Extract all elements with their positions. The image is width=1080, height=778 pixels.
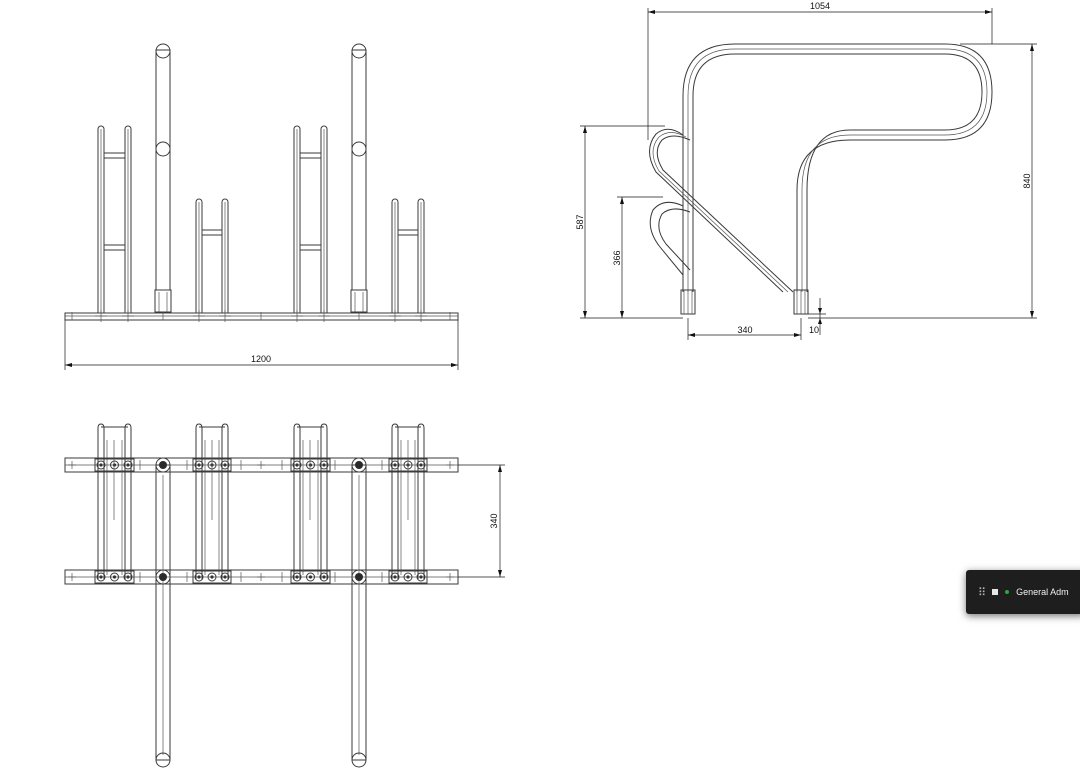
plan-clamp-1-465 [94,458,135,472]
foot-label: 10 [809,325,819,335]
plan-frame-right-2 [221,423,229,580]
front-width-dimension: 1200 [64,320,459,370]
plan-clamp-3-577 [290,570,331,584]
plan-frame-right-1 [124,423,132,580]
front-width-label: 1200 [251,354,271,364]
stop-icon[interactable] [992,589,999,595]
lower-loop-dimension: 366 [612,196,663,318]
upper-loop-inner [656,135,794,293]
lower-loop-inner [658,208,691,271]
plan-frame-left-4 [391,423,399,580]
live-dot-icon [1005,590,1010,594]
upper-loop-label: 587 [575,214,585,229]
plan-spacing-label: 340 [489,513,499,528]
front-post-2 [351,49,367,291]
plan-clamp-2-577 [192,570,232,584]
plan-frame-left-1 [97,423,105,580]
big-loop-inner [692,53,983,292]
plan-extended-posts [155,457,367,768]
side-height-dimension: 840 [808,43,1037,319]
front-post-socket-1 [154,289,172,313]
meeting-toolbar[interactable]: ⠿ General Adm [966,570,1080,614]
front-rack-pairs [71,125,451,322]
front-frame-right-4 [417,198,425,313]
plan-frame-right-4 [417,423,425,580]
plan-center-marks [68,440,454,582]
foot-dimension: 10 [808,298,826,335]
base-spacing-label: 340 [737,325,752,335]
front-frame-left-3 [293,125,301,313]
plan-frame-left-3 [293,423,301,580]
front-tall-posts [154,43,368,313]
plan-view: 340 [64,423,505,768]
big-loop-outer [682,43,993,292]
plan-spacing-dimension: 340 [458,464,505,578]
upper-loop-dimension: 587 [575,125,683,319]
front-post-socket-2 [350,289,368,313]
side-length-dimension: 1054 [647,1,993,140]
side-view: 1054 840 587 366 340 [575,1,1037,340]
drag-handle-icon[interactable]: ⠿ [978,585,986,599]
front-frame-left-4 [391,198,399,313]
plan-clamp-3-465 [290,458,331,472]
base-beam [64,312,459,321]
front-frame-left-1 [97,125,105,313]
side-length-label: 1054 [810,1,830,11]
plan-frame-left-2 [195,423,203,580]
front-view: 1200 [64,43,459,370]
front-frame-left-2 [195,198,203,313]
base-spacing-dimension: 340 [687,318,802,340]
lower-loop-label: 366 [612,250,622,265]
plan-wheel-frames [94,423,428,584]
front-frame-right-3 [320,125,328,313]
front-frame-right-2 [221,198,229,313]
plan-clamp-4-577 [388,570,428,584]
plan-clamp-1-577 [94,570,135,584]
front-frame-right-1 [124,125,132,313]
side-height-label: 840 [1022,173,1032,188]
front-post-1 [155,49,171,291]
upper-loop-outer [649,128,784,293]
lower-loop-outer [649,201,684,276]
plan-frame-right-3 [320,423,328,580]
meeting-title: General Adm [1016,587,1069,597]
